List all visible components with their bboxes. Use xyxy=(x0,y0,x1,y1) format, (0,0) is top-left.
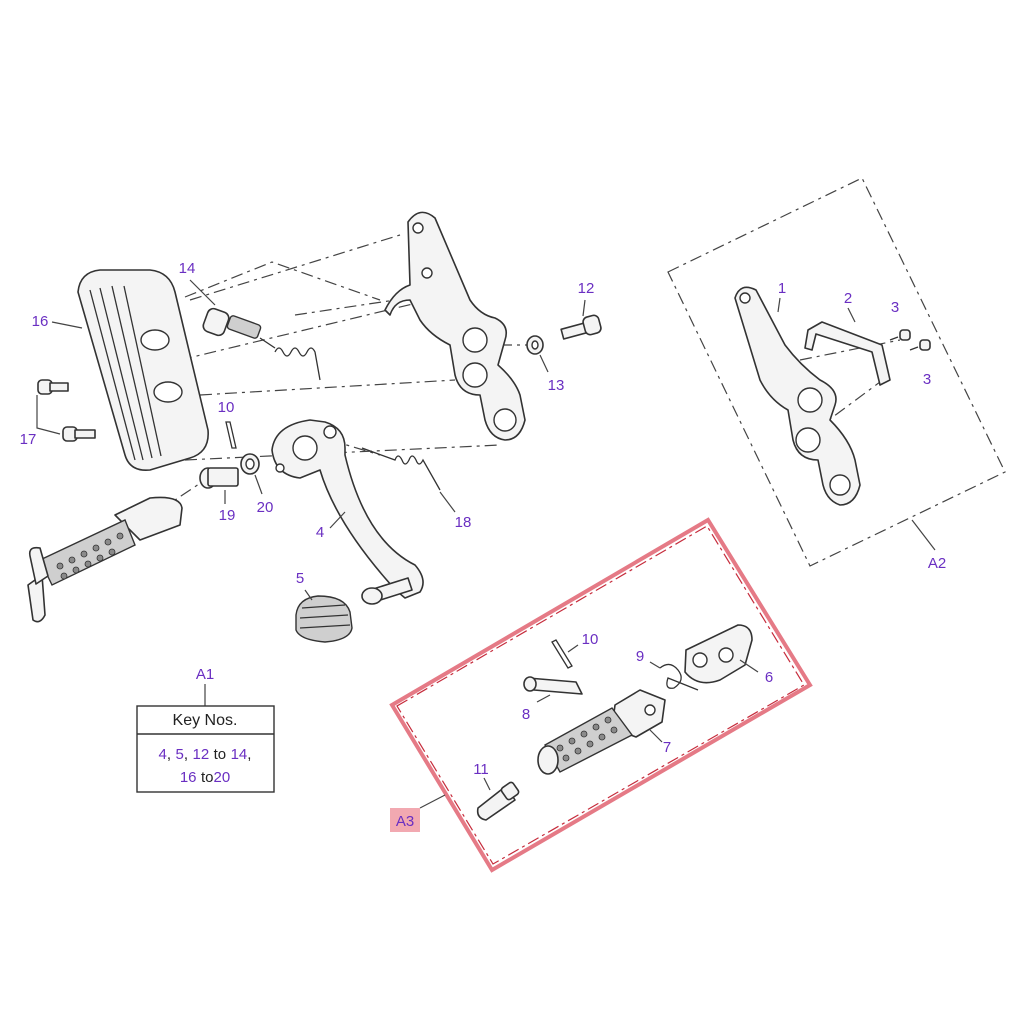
leader-11 xyxy=(483,777,491,791)
key-box-title: Key Nos. xyxy=(173,712,238,729)
leader-14 xyxy=(189,279,216,306)
assembly-a3-frame-highlight xyxy=(389,517,813,873)
plate-part-2 xyxy=(804,321,891,386)
callout-9: 9 xyxy=(636,648,644,665)
callout-10-a3: 10 xyxy=(582,631,599,648)
split-pin-part-10-a3 xyxy=(551,639,573,669)
callout-11: 11 xyxy=(473,761,489,778)
clevis-pin-part-19 xyxy=(199,467,239,489)
spring-upper xyxy=(274,347,321,381)
bolt-part-17-b xyxy=(62,426,96,442)
callout-19: 19 xyxy=(219,507,236,524)
a3-tag-background xyxy=(390,808,420,832)
callout-14: 14 xyxy=(179,260,196,277)
key-nos-box: Key Nos. 4, 5, 12 to 14, 16 to20 xyxy=(136,705,275,793)
callout-1: 1 xyxy=(778,280,786,297)
callout-3-b: 3 xyxy=(923,371,931,388)
return-spring-part-18 xyxy=(361,447,441,491)
callout-7: 7 xyxy=(663,739,671,756)
leader-9 xyxy=(649,661,661,669)
washer-part-13 xyxy=(526,335,544,355)
callout-a3: A3 xyxy=(396,813,414,830)
heel-guard-part-16 xyxy=(77,269,209,472)
leader-2 xyxy=(847,307,856,323)
split-pin-part-10 xyxy=(225,421,237,449)
leader-4 xyxy=(329,511,346,529)
leader-1 xyxy=(777,297,781,313)
bracket-part-1 xyxy=(734,286,861,506)
leader-12 xyxy=(582,299,586,317)
leader-18 xyxy=(439,491,456,513)
assembly-a2-frame xyxy=(667,177,1006,567)
leader-10-a3 xyxy=(567,644,579,653)
rider-footrest-left xyxy=(27,496,183,623)
key-box-line-1: 4, 5, 12 to 14, xyxy=(159,746,252,763)
leader-17 xyxy=(36,395,61,435)
callout-2: 2 xyxy=(844,290,852,307)
callout-3-a: 3 xyxy=(891,299,899,316)
callout-labels: 14 16 17 10 19 20 4 5 18 12 13 1 2 3 3 A… xyxy=(20,260,947,830)
callout-a2: A2 xyxy=(928,555,946,572)
a2-leader xyxy=(911,519,936,551)
pedal-rubber-part-5 xyxy=(295,595,353,643)
brake-switch-part-14 xyxy=(202,307,276,349)
leader-6 xyxy=(739,659,759,673)
callout-17: 17 xyxy=(20,431,37,448)
leader-16 xyxy=(51,321,83,329)
callout-20: 20 xyxy=(257,499,274,516)
callout-13: 13 xyxy=(548,377,565,394)
callout-10: 10 xyxy=(218,399,235,416)
footrest-part-7 xyxy=(537,689,666,775)
washer-part-20 xyxy=(240,453,260,475)
key-box-line-2: 16 to20 xyxy=(180,769,230,786)
bolt-part-17-a xyxy=(37,379,69,395)
hanger-part-6 xyxy=(684,624,753,684)
leader-5 xyxy=(304,589,313,601)
footrest-bracket-right xyxy=(384,211,526,441)
callout-12: 12 xyxy=(578,280,595,297)
callout-8: 8 xyxy=(522,706,530,723)
assembly-a3-frame xyxy=(396,525,805,865)
bolt-part-12 xyxy=(560,314,602,340)
screw-part-3-b xyxy=(909,339,931,351)
callout-6: 6 xyxy=(765,669,773,686)
callout-5: 5 xyxy=(296,570,304,587)
leader-20 xyxy=(254,474,263,495)
leader-7 xyxy=(649,729,663,743)
spring-part-9 xyxy=(659,663,699,691)
leader-8 xyxy=(536,694,551,703)
pin-part-11 xyxy=(476,781,520,821)
clevis-pin-part-8 xyxy=(523,676,583,695)
a3-leader xyxy=(419,794,446,809)
screw-part-3-a xyxy=(889,329,911,341)
callout-18: 18 xyxy=(455,514,472,531)
callout-16: 16 xyxy=(32,313,49,330)
callout-4: 4 xyxy=(316,524,324,541)
brake-pedal-part-4 xyxy=(271,419,424,605)
callout-a1: A1 xyxy=(196,666,214,683)
leader-13 xyxy=(539,354,549,373)
